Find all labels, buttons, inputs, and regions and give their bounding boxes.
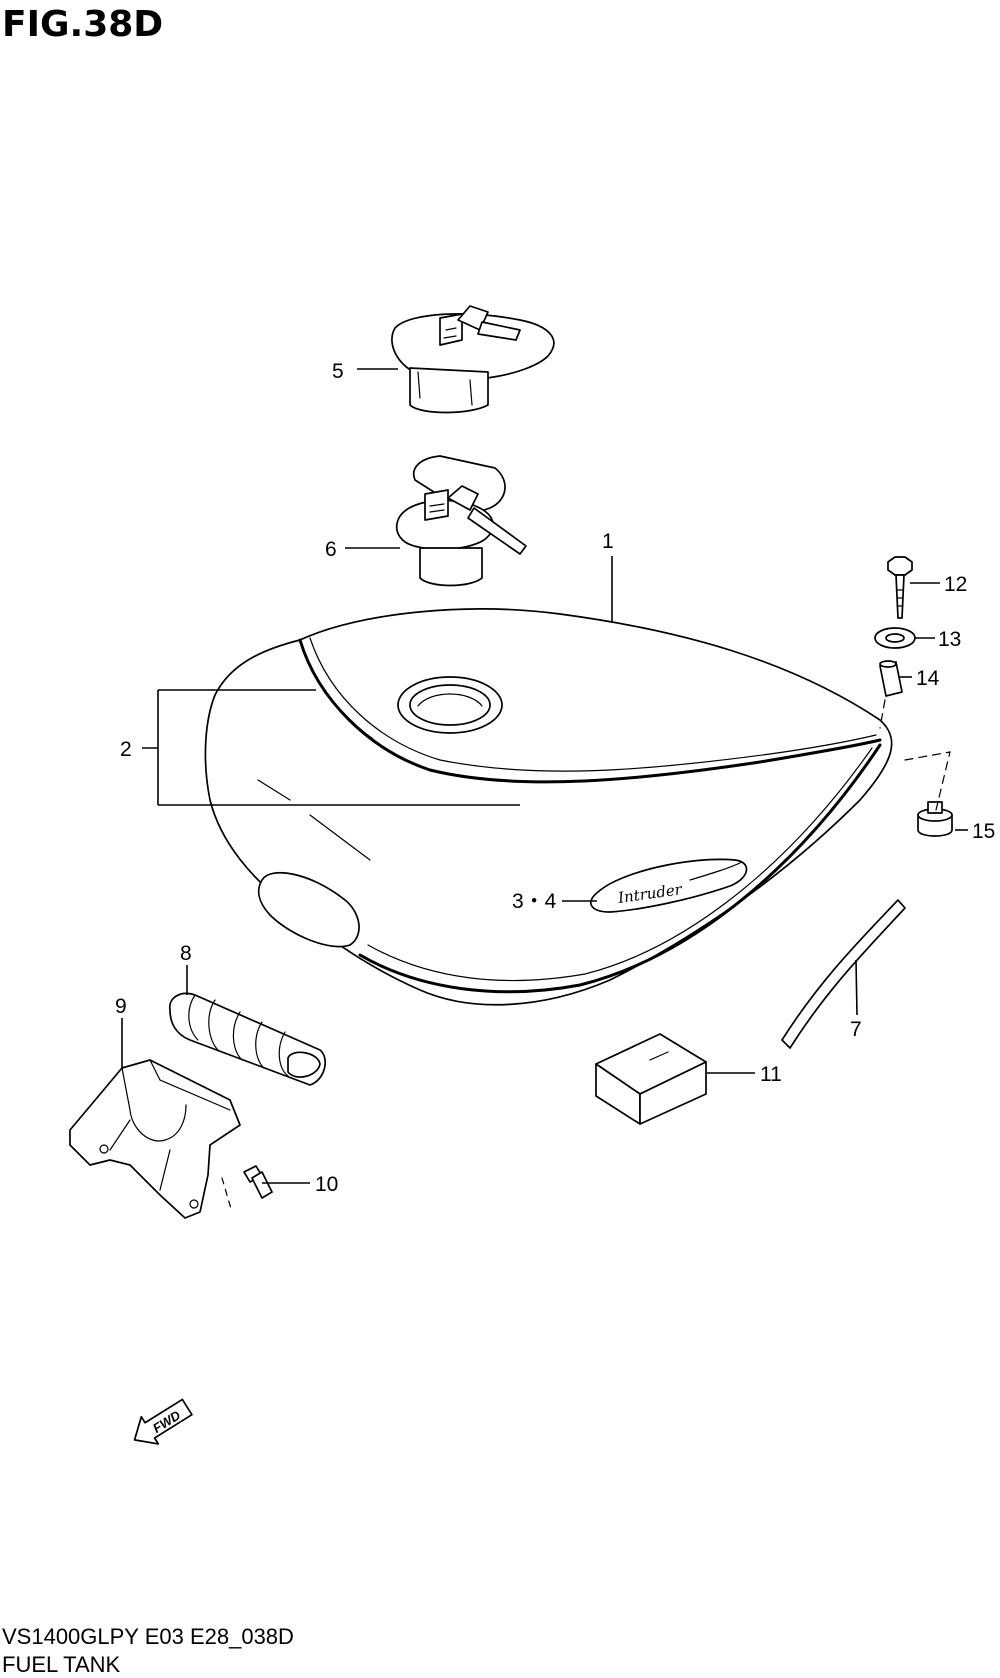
callout-5: 5 bbox=[332, 360, 344, 383]
fuel-tank-1: Intruder bbox=[204, 608, 893, 1006]
callout-12: 12 bbox=[944, 573, 967, 596]
callout-1: 1 bbox=[602, 530, 614, 553]
strip-7 bbox=[781, 899, 906, 1049]
callout-8: 8 bbox=[180, 942, 192, 965]
callout-11: 11 bbox=[760, 1063, 782, 1086]
leader-lines bbox=[121, 368, 968, 1213]
cushion-13 bbox=[874, 627, 916, 649]
callout-6: 6 bbox=[325, 538, 337, 561]
fuel-cap-5 bbox=[391, 305, 555, 414]
callout-2: 2 bbox=[120, 738, 132, 761]
spacer-14 bbox=[879, 660, 903, 697]
screw-10 bbox=[243, 1165, 273, 1199]
fwd-arrow-icon: FWD bbox=[133, 1398, 193, 1445]
bracket-9 bbox=[69, 1059, 241, 1219]
bolt-12 bbox=[887, 556, 913, 619]
mount-rubber-15 bbox=[917, 801, 953, 837]
callout-13: 13 bbox=[938, 628, 961, 651]
callout-labels: 5 6 1 2 3・4 12 13 14 15 7 11 8 9 10 bbox=[115, 360, 995, 1196]
callout-7: 7 bbox=[850, 1018, 862, 1041]
callout-9: 9 bbox=[115, 995, 127, 1018]
callout-14: 14 bbox=[916, 667, 940, 690]
box-11 bbox=[595, 1033, 707, 1125]
callout-15: 15 bbox=[972, 820, 995, 843]
cushion-8 bbox=[169, 992, 327, 1086]
figure-caption: FUEL TANK bbox=[2, 1652, 121, 1677]
fuel-cap-6 bbox=[395, 455, 527, 587]
figure-title: FIG.38D bbox=[2, 4, 164, 45]
model-code: VS1400GLPY E03 E28_038D bbox=[2, 1624, 294, 1649]
callout-3-4: 3・4 bbox=[512, 890, 557, 913]
callout-10: 10 bbox=[315, 1173, 338, 1196]
